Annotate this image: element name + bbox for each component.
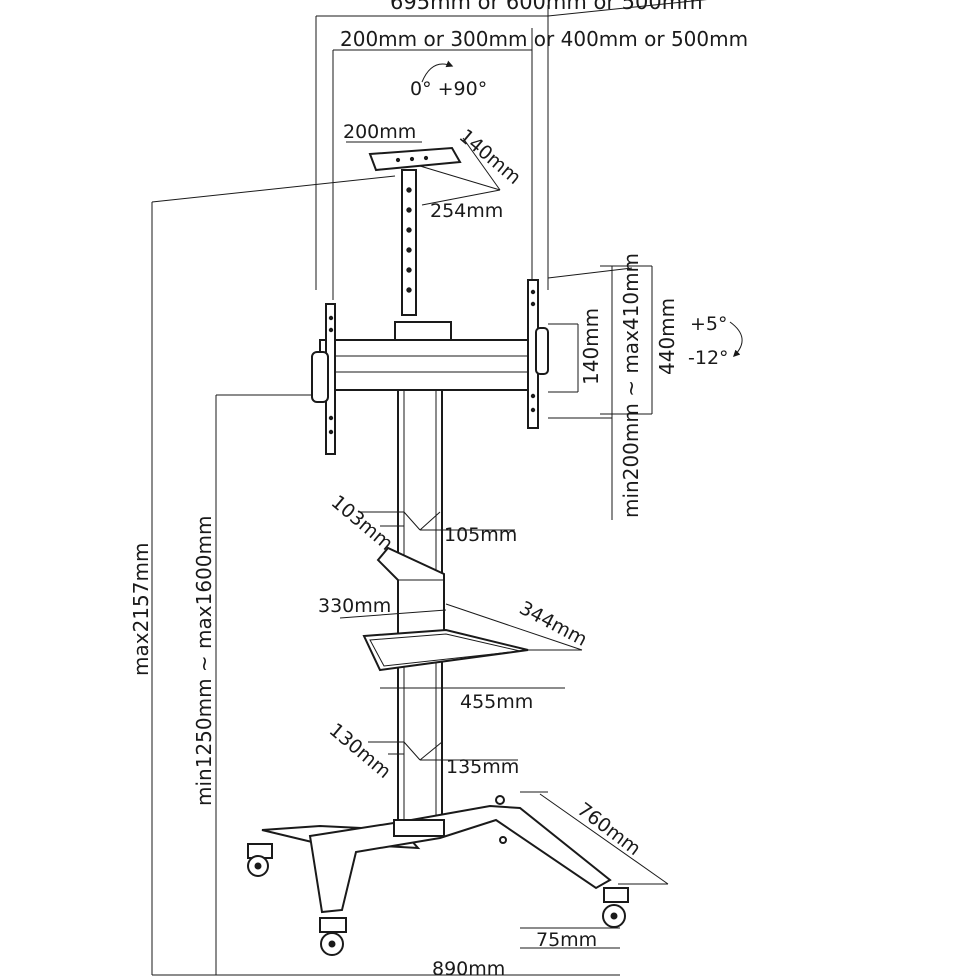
overall-width-dimension: 695mm or 600mm or 500mm — [315, 0, 708, 290]
shelf-length-label: 455mm — [460, 691, 533, 713]
caster-right — [602, 887, 629, 928]
vesa-height-label: 140mm — [579, 308, 603, 385]
base-depth-label: 760mm — [573, 798, 645, 860]
rotation-label: 0° +90° — [410, 78, 487, 100]
tilt-arrow-icon — [729, 321, 743, 357]
base-width-label: 890mm — [432, 958, 505, 980]
screen-center-dimension: min1250mm ~ max1600mm — [192, 394, 330, 975]
caster-front — [319, 917, 347, 956]
max-height-dimension: max2157mm — [129, 175, 420, 976]
bracket-height-label: 440mm — [655, 298, 679, 375]
arm-range-label: min200mm ~ max410mm — [619, 253, 643, 518]
tilt-up-label: +5° — [690, 313, 728, 335]
overall-width-label: 695mm or 600mm or 500mm — [390, 0, 703, 14]
screen-center-label: min1250mm ~ max1600mm — [192, 516, 216, 807]
column-upper-width-label: 105mm — [444, 524, 517, 546]
shelf-depth-label: 344mm — [516, 597, 591, 651]
column-lower-width-label: 135mm — [446, 756, 519, 778]
bracket-height-dimensions: 140mm min200mm ~ max410mm 440mm — [547, 253, 679, 520]
top-plate — [368, 146, 462, 316]
column-upper-depth-label: 103mm — [327, 491, 397, 555]
top-plate-dimensions: 200mm 140mm 254mm — [343, 121, 525, 222]
top-plate-width-label: 200mm — [343, 121, 416, 143]
vesa-width-label: 200mm or 300mm or 400mm or 500mm — [340, 27, 748, 51]
top-plate-length-label: 254mm — [430, 200, 503, 222]
rotate-arrow-icon — [421, 60, 454, 83]
mount-bracket — [311, 279, 549, 455]
shelf — [362, 628, 529, 672]
caster-left — [247, 843, 273, 877]
tilt-indicator: +5° -12° — [688, 313, 743, 369]
shelf-width-label: 330mm — [318, 595, 391, 617]
column-lower-depth-label: 130mm — [325, 719, 395, 783]
vesa-width-dimension: 200mm or 300mm or 400mm or 500mm — [332, 27, 748, 300]
tilt-down-label: -12° — [688, 347, 729, 369]
max-height-label: max2157mm — [129, 543, 153, 676]
base — [261, 795, 612, 914]
rotation-indicator: 0° +90° — [410, 60, 487, 100]
caster-height-label: 75mm — [536, 929, 597, 951]
